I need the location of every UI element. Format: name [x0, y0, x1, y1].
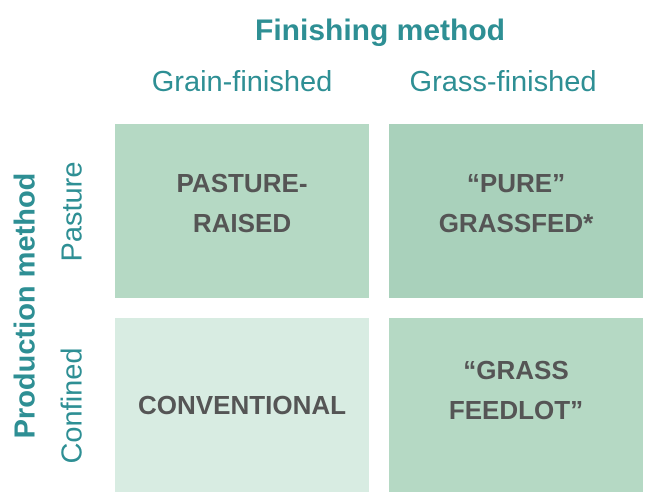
row-header-pasture: Pasture: [55, 124, 91, 298]
row-header-confined: Confined: [55, 318, 91, 492]
row-header-confined-text: Confined: [56, 346, 89, 464]
column-header-grass-finished: Grass-finished: [409, 66, 597, 98]
production-method-title: Production method: [8, 155, 44, 455]
production-method-title-text: Production method: [9, 172, 42, 438]
finishing-method-title: Finishing method: [255, 14, 505, 47]
cell-pure-grassfed: “PURE” GRASSFED*: [389, 124, 643, 298]
cell-grass-feedlot: “GRASS FEEDLOT”: [389, 318, 643, 492]
row-header-pasture-text: Pasture: [56, 161, 89, 261]
cell-conventional: CONVENTIONAL: [115, 318, 369, 492]
column-header-grain-finished: Grain-finished: [151, 66, 333, 98]
cell-pasture-raised: PASTURE- RAISED: [115, 124, 369, 298]
